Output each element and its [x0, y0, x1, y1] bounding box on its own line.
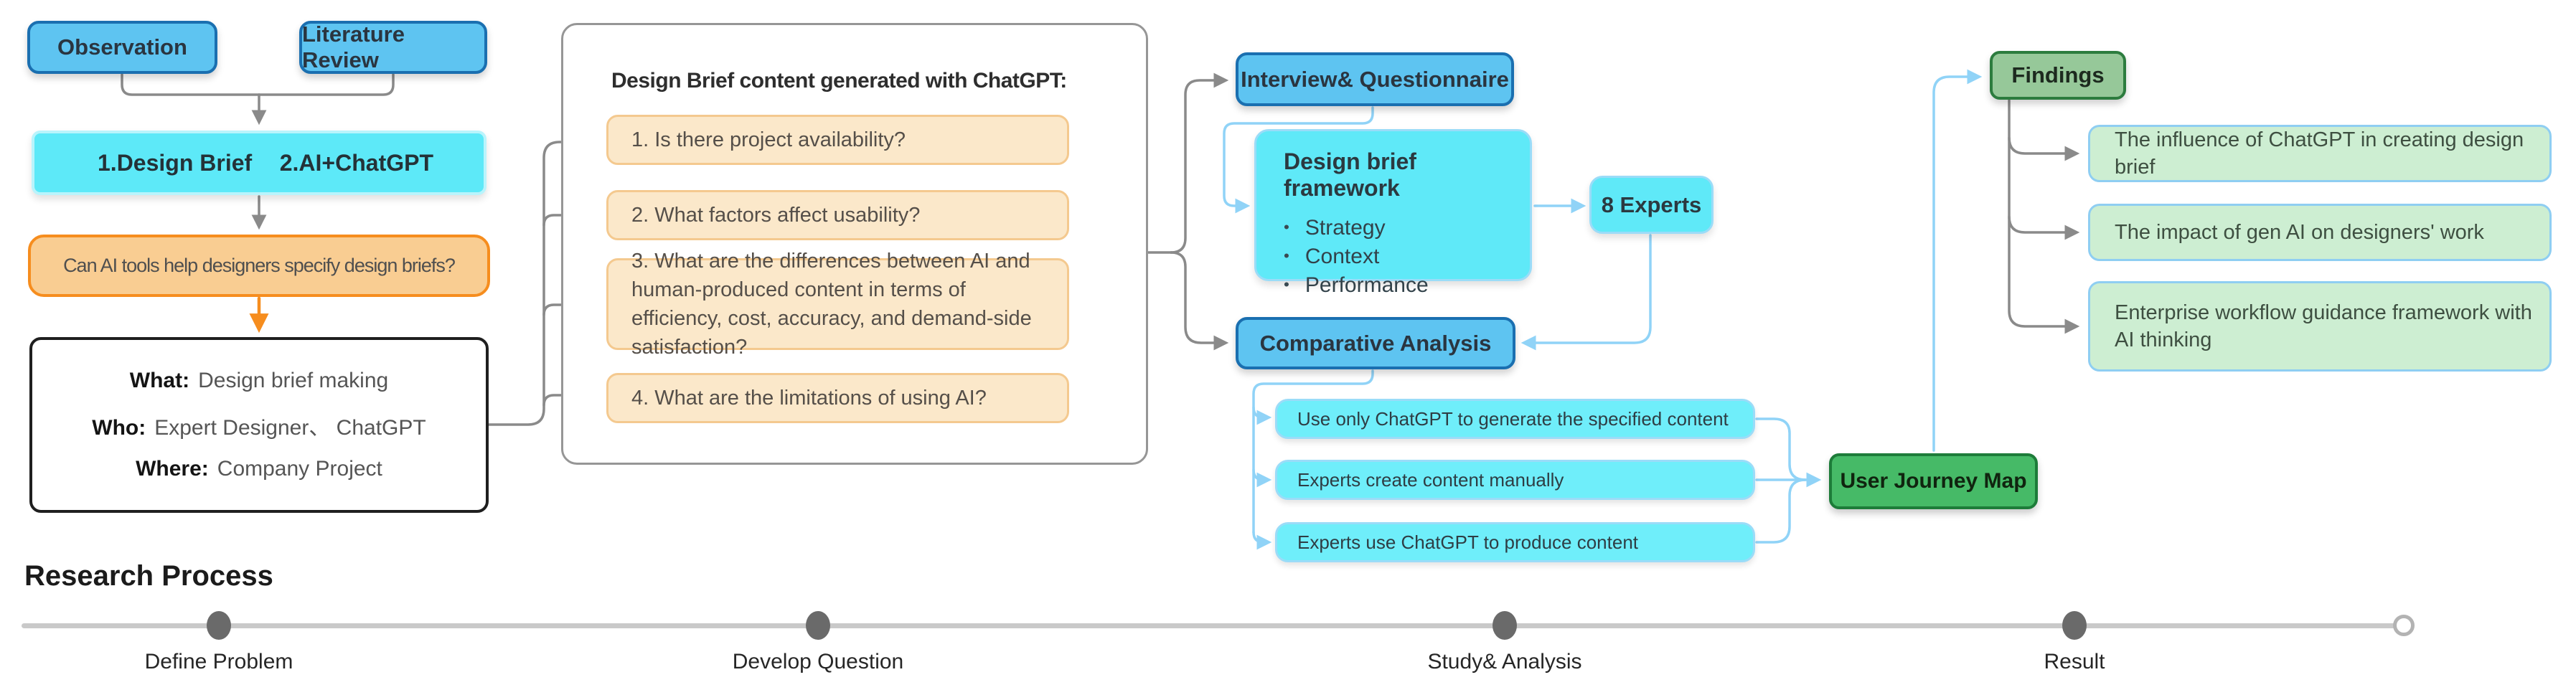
framework-box: Design brief framework Strategy Context … — [1254, 129, 1532, 297]
comparative-trunk — [1252, 369, 1374, 534]
stage-label-develop-question: Develop Question — [732, 650, 904, 673]
research-process-title: Research Process — [24, 560, 273, 592]
merge-line-literature — [258, 73, 395, 96]
scope-what-value: Design brief making — [198, 369, 389, 393]
finding-item-2: The impact of gen AI on designers' work — [2088, 204, 2552, 261]
scope-line-what: What: Design brief making — [130, 369, 388, 393]
experts-to-comparative — [1520, 234, 1652, 351]
trunk-to-cond3 — [1252, 531, 1272, 550]
topics-bar: 1.Design Brief 2.AI+ChatGPT — [32, 131, 486, 195]
scope-to-q1 — [487, 134, 601, 426]
condition-box-2: Experts create content manually — [1275, 460, 1755, 500]
literature-review-box: Literature Review — [299, 21, 487, 74]
timeline-dot-define-problem — [207, 611, 231, 640]
scope-where-value: Company Project — [217, 456, 382, 481]
timeline-dot-study-analysis — [1493, 611, 1517, 640]
scope-to-q4 — [542, 387, 601, 407]
finding-item-1: The influence of ChatGPT in creating des… — [2088, 125, 2552, 182]
framework-bullet-context: Context — [1284, 243, 1379, 272]
topic-design-brief: 1.Design Brief — [98, 149, 253, 176]
interview-questionnaire-box: Interview& Questionnaire — [1236, 52, 1514, 106]
observation-label: Observation — [57, 34, 187, 60]
findings-box: Findings — [1990, 51, 2126, 100]
research-question-box: Can AI tools help designers specify desi… — [28, 235, 490, 297]
scope-who-label: Who: — [92, 415, 146, 440]
scope-to-q2 — [542, 207, 601, 227]
question-box-2: 2. What factors affect usability? — [606, 190, 1069, 240]
ujm-to-findings — [1932, 69, 1983, 452]
literature-review-label: Literature Review — [302, 22, 405, 72]
findings-to-item1 — [2008, 136, 2080, 161]
findings-label: Findings — [2011, 62, 2105, 88]
findings-to-item2 — [2008, 215, 2080, 240]
scope-box: What: Design brief making Who: Expert Desi… — [29, 337, 489, 513]
finding-item-3: Enterprise workflow guidance framework w… — [2088, 281, 2552, 372]
comparative-analysis-box: Comparative Analysis — [1236, 317, 1515, 369]
stage-label-study-analysis: Study& Analysis — [1427, 650, 1582, 673]
user-journey-map-box: User Journey Map — [1829, 453, 2038, 509]
scope-line-who: Who: Expert Designer、 ChatGPT — [92, 410, 426, 441]
trunk-to-cond2 — [1252, 468, 1272, 488]
findings-to-item3 — [2008, 99, 2080, 334]
observation-box: Observation — [27, 21, 217, 74]
topic-ai-chatgpt: 2.AI+ChatGPT — [279, 149, 433, 176]
comparative-analysis-label: Comparative Analysis — [1259, 330, 1492, 356]
condition-box-1: Use only ChatGPT to generate the specifi… — [1275, 399, 1755, 439]
research-question-label: Can AI tools help designers specify desi… — [63, 255, 456, 276]
timeline-dot-develop-question — [806, 611, 830, 640]
framework-bullet-strategy: Strategy — [1284, 214, 1386, 243]
panel-to-comparative — [1170, 251, 1229, 351]
trunk-to-cond1 — [1252, 406, 1272, 425]
question-box-3: 3. What are the differences between AI a… — [606, 250, 1069, 359]
question-box-1: 1. Is there project availability? — [606, 115, 1069, 165]
condition-box-3: Experts use ChatGPT to produce content — [1275, 522, 1755, 562]
timeline-endpoint-circle — [2393, 615, 2415, 636]
merge-line-observation — [121, 73, 260, 96]
interview-questionnaire-label: Interview& Questionnaire — [1241, 66, 1509, 92]
scope-to-q3 — [542, 297, 601, 316]
timeline-dot-result — [2062, 611, 2087, 640]
question-box-4: 4. What are the limitations of using AI? — [606, 373, 1069, 423]
stage-label-define-problem: Define Problem — [144, 650, 293, 673]
timeline-line — [22, 623, 2405, 628]
scope-who-value: Expert Designer、 ChatGPT — [154, 415, 426, 440]
panel-to-interview — [1170, 72, 1229, 254]
experts-label: 8 Experts — [1601, 192, 1702, 217]
scope-what-label: What: — [129, 369, 190, 393]
brief-panel-title: Design Brief content generated with Chat… — [611, 69, 1067, 93]
scope-line-where: Where: Company Project — [136, 457, 382, 481]
framework-bullet-performance: Performance — [1284, 272, 1429, 301]
cond1-to-ujm — [1755, 417, 1807, 481]
experts-box: 8 Experts — [1589, 176, 1714, 234]
interview-to-framework — [1223, 106, 1374, 214]
user-journey-map-label: User Journey Map — [1840, 469, 2027, 493]
framework-title: Design brief framework — [1284, 148, 1416, 201]
stage-label-result: Result — [2044, 650, 2105, 673]
cond3-to-ujm — [1755, 478, 1807, 544]
scope-where-label: Where: — [136, 456, 209, 481]
